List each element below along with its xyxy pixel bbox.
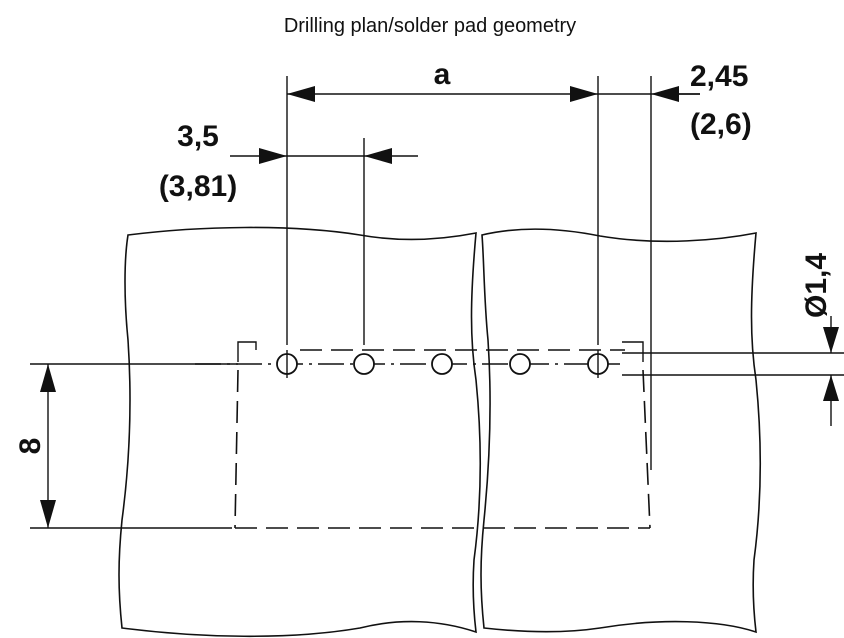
footprint-outline-left	[234, 369, 239, 529]
arrow-diameter-top	[823, 327, 839, 353]
arrow-row-offset-top	[40, 364, 56, 392]
dimension-label-pitch: 3,5	[177, 120, 219, 153]
dimension-label-a: a	[434, 58, 451, 91]
dimension-label-edge: 2,45	[690, 60, 748, 93]
board-outline-right	[480, 228, 762, 634]
footprint-corner-left	[237, 341, 257, 362]
dimension-label-edge-alt: (2,6)	[690, 108, 752, 141]
hole-3	[431, 353, 453, 375]
board-outline-left	[118, 226, 482, 638]
arrow-pitch-right	[364, 148, 392, 164]
footprint-corner-right	[622, 341, 644, 362]
dimension-label-row-offset: 8	[14, 438, 47, 455]
arrow-row-offset-bottom	[40, 500, 56, 528]
dimension-label-pitch-alt: (3,81)	[159, 170, 237, 203]
arrow-a-right	[570, 86, 598, 102]
hole-4	[509, 353, 531, 375]
arrow-diameter-bottom	[823, 375, 839, 401]
arrow-a-left	[287, 86, 315, 102]
hole-2	[353, 353, 375, 375]
arrow-pitch-left	[259, 148, 287, 164]
footprint-outline-right	[642, 369, 651, 529]
arrow-edge	[651, 86, 679, 102]
drawing-title: Drilling plan/solder pad geometry	[284, 15, 576, 37]
dimension-label-diameter: Ø1,4	[800, 253, 833, 318]
